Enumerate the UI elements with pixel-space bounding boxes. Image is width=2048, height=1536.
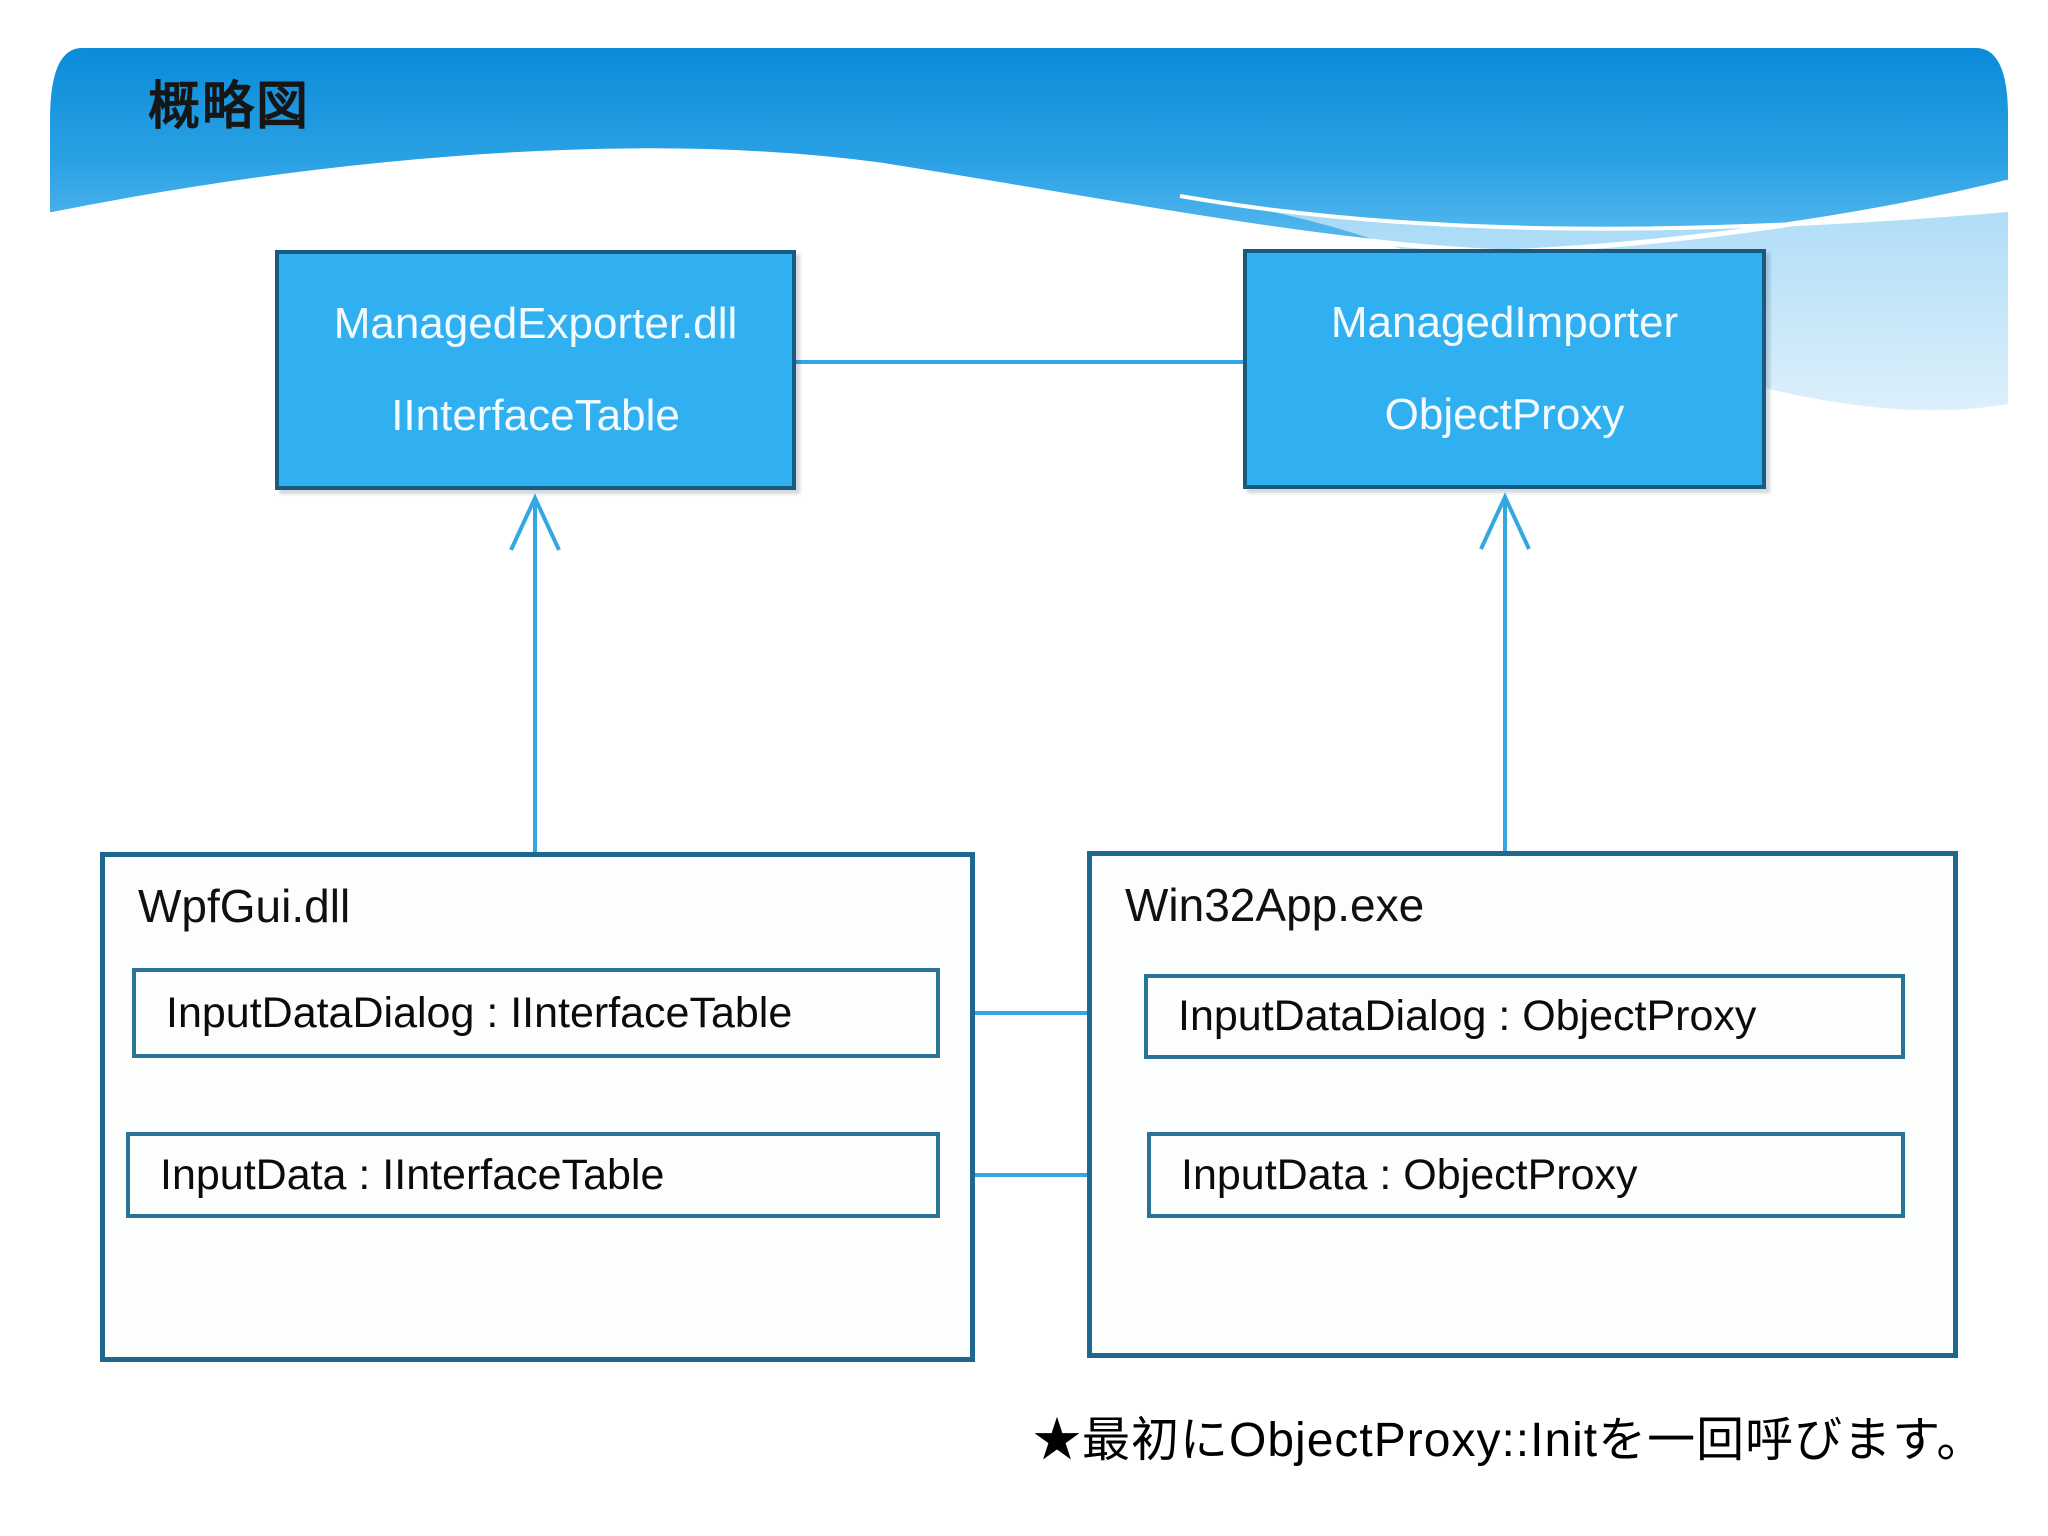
arrowhead-wpfgui bbox=[509, 493, 561, 551]
member-box-inputdatadialog-iinterfacetable: InputDataDialog : IInterfaceTable bbox=[132, 968, 940, 1058]
footnote-prefix: ★最初に bbox=[1033, 1412, 1230, 1468]
win32app-title: Win32App.exe bbox=[1125, 879, 1425, 931]
footnote: ★最初にObjectProxy::Initを一回呼びます。 bbox=[1033, 1400, 1985, 1470]
header-blue-shape bbox=[50, 48, 2008, 252]
container-box-wpfgui: WpfGui.dll bbox=[100, 852, 975, 1362]
member-box-inputdatadialog-objectproxy: InputDataDialog : ObjectProxy bbox=[1144, 974, 1905, 1059]
member-box-inputdata-iinterfacetable: InputData : IInterfaceTable bbox=[126, 1132, 940, 1218]
managed-exporter-name: ManagedExporter.dll bbox=[333, 299, 738, 348]
footnote-code: ObjectProxy::Init bbox=[1229, 1414, 1599, 1467]
slide-title: 概略図 bbox=[148, 76, 311, 137]
member-box-inputdata-objectproxy: InputData : ObjectProxy bbox=[1147, 1132, 1905, 1218]
wpfgui-title: WpfGui.dll bbox=[138, 880, 351, 932]
footnote-suffix: を一回呼びます。 bbox=[1598, 1412, 1986, 1468]
wave-line-main bbox=[49, 148, 2009, 255]
managed-importer-name: ManagedImporter bbox=[1330, 298, 1679, 347]
arrowhead-win32 bbox=[1479, 492, 1531, 550]
class-box-managed-importer: ManagedImporter ObjectProxy bbox=[1243, 249, 1766, 489]
container-box-win32app: Win32App.exe bbox=[1087, 851, 1958, 1358]
managed-exporter-interface: IInterfaceTable bbox=[391, 391, 680, 440]
wave-line-secondary bbox=[1179, 194, 2009, 231]
class-box-managed-exporter: ManagedExporter.dll IInterfaceTable bbox=[275, 250, 796, 490]
managed-importer-interface: ObjectProxy bbox=[1384, 390, 1625, 439]
